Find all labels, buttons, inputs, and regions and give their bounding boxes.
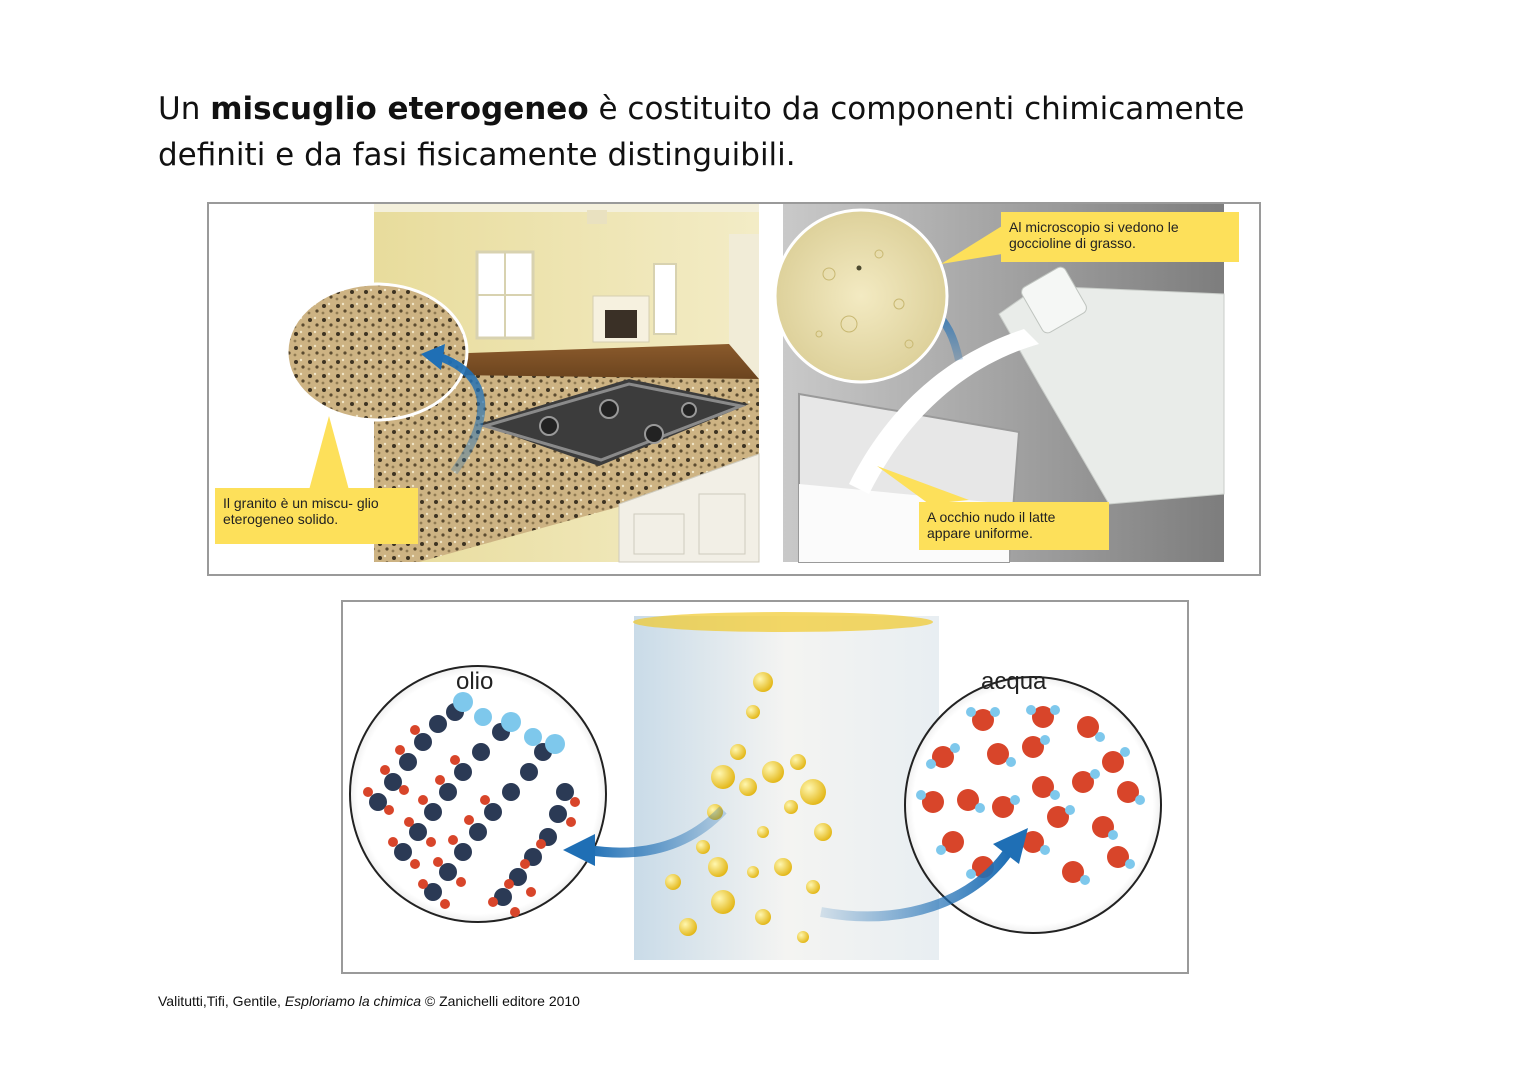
figure-granite-milk: Il granito è un miscu- glio eterogeneo s… [207, 202, 1261, 576]
source-credit: Valitutti,Tifi, Gentile, Esploriamo la c… [158, 993, 580, 1009]
granite-caption-pointer [309, 416, 349, 490]
credit-publisher: © Zanichelli editore 2010 [421, 993, 580, 1009]
water-label: acqua [981, 668, 1047, 695]
credit-book-title: Esploriamo la chimica [284, 993, 421, 1009]
milk-caption-pointer [877, 466, 969, 504]
oil-arrowhead-icon [563, 834, 595, 866]
figure-oil-water: olio acqua [341, 600, 1189, 974]
granite-arrowhead-icon [421, 344, 445, 370]
water-arrow-icon [820, 849, 1013, 922]
oil-in-water-photo [633, 612, 939, 960]
heading-suffix: è costituito da componenti chimicamente … [158, 91, 1245, 173]
microscope-view [773, 208, 949, 384]
oil-arrow-icon [587, 806, 727, 858]
water-arrowhead-icon [993, 828, 1028, 864]
microscope-caption: Al microscopio si vedono le goccioline d… [1001, 212, 1239, 262]
milk-caption: A occhio nudo il latte appare uniforme. [919, 502, 1109, 550]
page-heading: Un miscuglio eterogeneo è costituito da … [158, 86, 1358, 178]
water-molecule-view [904, 676, 1162, 934]
granite-magnified-view [285, 282, 469, 422]
credit-authors: Valitutti,Tifi, Gentile, [158, 993, 285, 1009]
granite-caption: Il granito è un miscu- glio eterogeneo s… [215, 488, 418, 544]
oil-water-illustration [349, 612, 1162, 960]
oil-label: olio [456, 668, 494, 695]
heading-bold-term: miscuglio eterogeneo [210, 91, 589, 127]
heading-prefix: Un [158, 91, 211, 127]
microscope-caption-pointer [941, 226, 1002, 264]
oil-molecule-view [349, 665, 607, 923]
granite-arrow-icon [429, 350, 486, 475]
